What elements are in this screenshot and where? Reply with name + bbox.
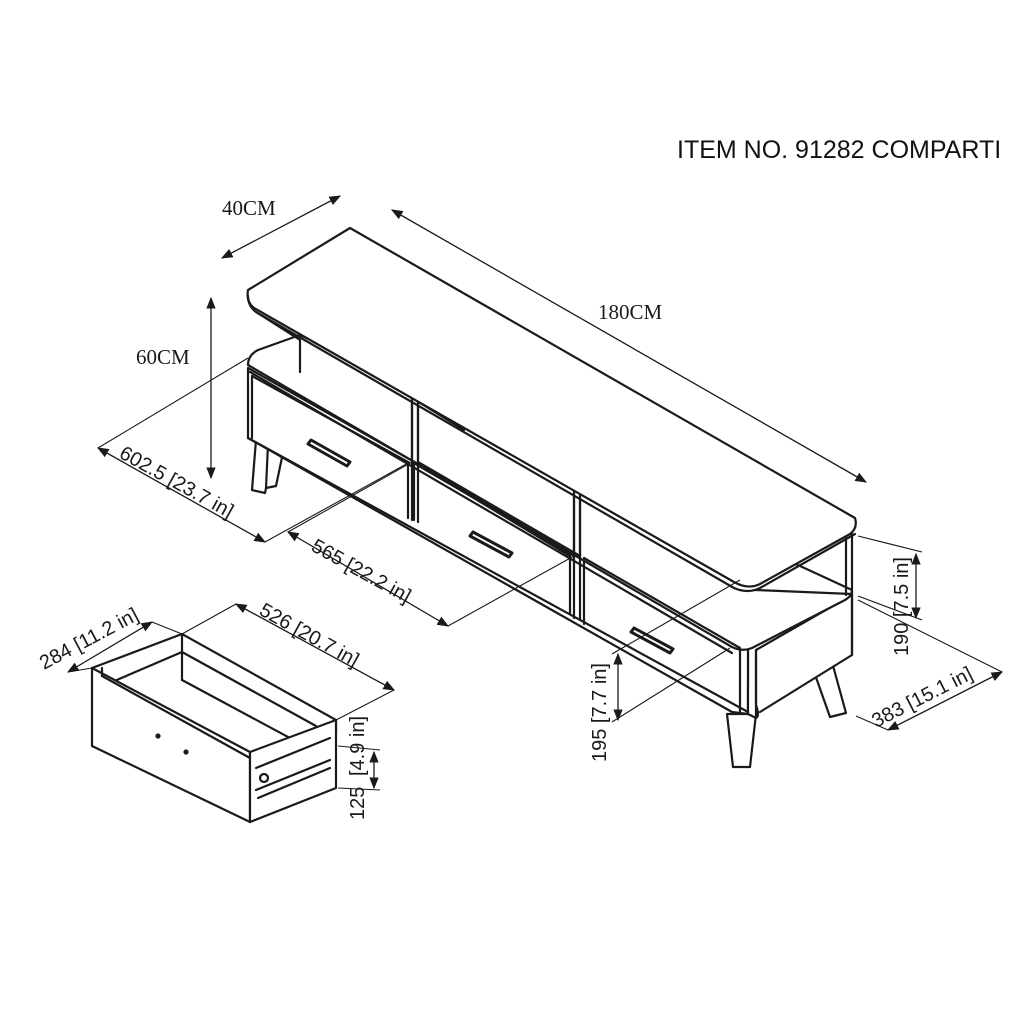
label-height: 60CM (136, 345, 190, 369)
label-drawer-height-in: [4.9 in] (347, 716, 369, 776)
drawer-detail (90, 632, 338, 824)
handle-middle (468, 530, 514, 559)
tv-stand (246, 226, 857, 769)
label-drawer-width: 565 [22.2 in] (308, 535, 415, 608)
label-width: 180CM (598, 300, 663, 324)
dimension-lines (66, 195, 1004, 791)
handle-right (629, 626, 675, 655)
label-side-depth: 602.5 [23.7 in] (116, 442, 238, 523)
label-drawer-height-value: 125 (347, 787, 369, 820)
item-title: ITEM NO. 91282 COMPARTI (677, 136, 1001, 164)
drawer-handles (306, 438, 675, 655)
handle-left (306, 438, 352, 468)
front-right-leg (725, 712, 758, 769)
label-shelf-height: 190 [7.5 in] (891, 557, 913, 656)
label-leg-height: 195 [7.7 in] (589, 663, 611, 762)
label-inner-depth: 383 [15.1 in] (868, 663, 976, 733)
label-depth: 40CM (222, 196, 276, 220)
drawer-fronts (246, 374, 750, 714)
label-drawer-width-detail: 526 [20.7 in] (256, 599, 363, 672)
